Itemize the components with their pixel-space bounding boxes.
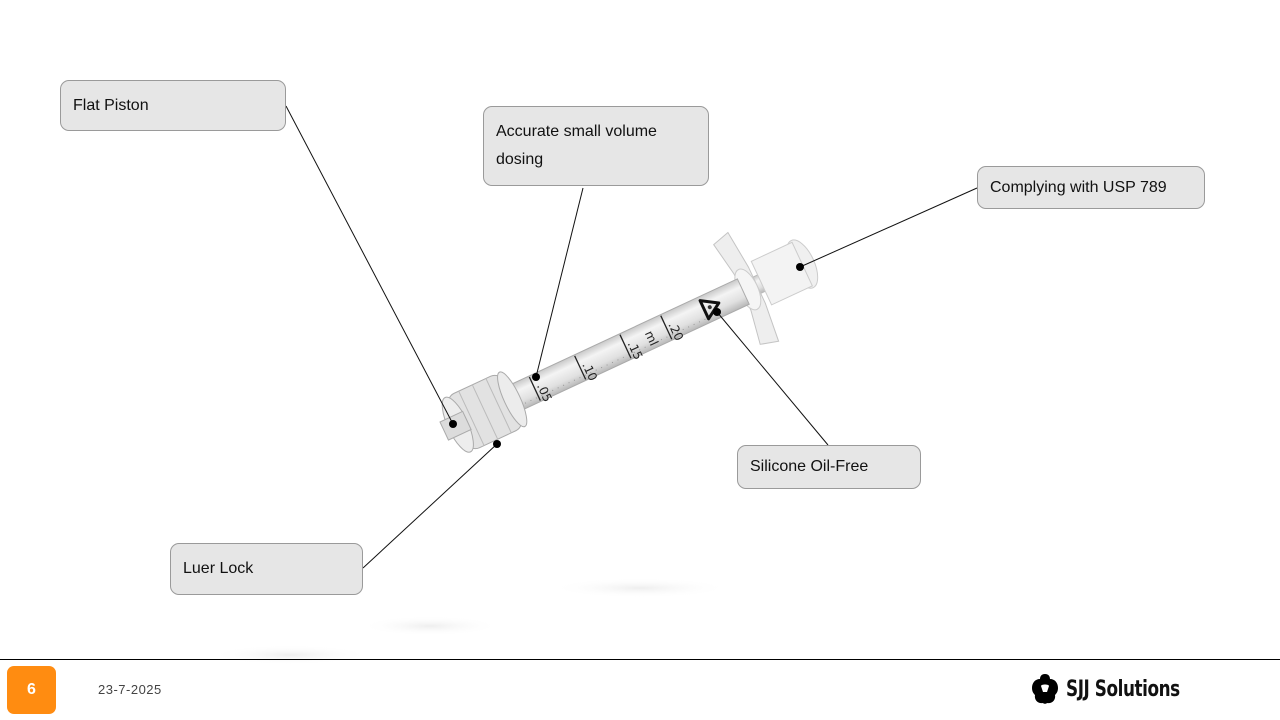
logo-icon	[1032, 674, 1058, 704]
callout-text: Accurate small volume dosing	[496, 123, 657, 168]
callout-text: Luer Lock	[183, 560, 254, 577]
brand-name: SJJ Solutions	[1066, 676, 1180, 702]
callout-text: Silicone Oil-Free	[750, 458, 869, 475]
leader-lines	[285, 105, 978, 569]
callout-text: Flat Piston	[73, 96, 149, 114]
brand-logo: SJJ Solutions	[1030, 673, 1200, 705]
callout-usp: Complying with USP 789	[977, 166, 1205, 209]
anchor-dot	[532, 373, 540, 381]
anchor-dot	[796, 263, 804, 271]
callout-luer-lock: Luer Lock	[170, 543, 363, 595]
callout-accurate-dosing: Accurate small volume dosing	[483, 106, 709, 186]
page-number-badge: 6	[7, 666, 56, 714]
anchor-dot	[449, 420, 457, 428]
anchor-dot	[493, 440, 501, 448]
callout-silicone-free: Silicone Oil-Free	[737, 445, 921, 489]
callout-flat-piston: Flat Piston	[60, 80, 286, 131]
anchor-dot	[713, 308, 721, 316]
footer-date: 23-7-2025	[98, 682, 162, 697]
callout-text: Complying with USP 789	[990, 178, 1167, 196]
footer-divider	[0, 659, 1280, 660]
graduation-label: ml	[642, 328, 661, 348]
